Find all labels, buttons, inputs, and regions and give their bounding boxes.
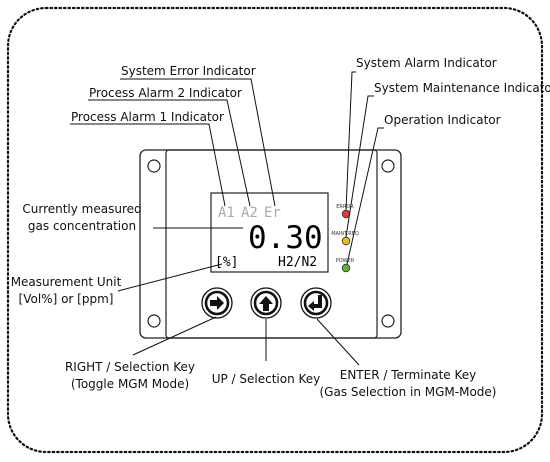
leader-system-maintenance <box>345 95 374 238</box>
power-led <box>341 263 351 273</box>
label-concentration-line-1: Currently measured <box>22 202 141 216</box>
leader-system-alarm <box>345 71 356 211</box>
right-arrow-icon <box>210 296 224 310</box>
label-process-alarm-2: Process Alarm 2 Indicator <box>89 86 242 100</box>
leader-process-alarm-1 <box>70 123 226 207</box>
screw-hole-bottom-right <box>381 314 395 328</box>
screw-hole-bottom-left <box>147 314 161 328</box>
label-system-error: System Error Indicator <box>121 64 256 78</box>
maint-req-led <box>341 236 351 246</box>
leader-unit <box>117 263 223 292</box>
screw-hole-top-left <box>147 159 161 173</box>
label-up-key: UP / Selection Key <box>212 372 321 386</box>
label-right-key-line-1: RIGHT / Selection Key <box>65 360 195 374</box>
enter-icon <box>308 295 322 311</box>
measured-value: 0.30 <box>248 220 323 256</box>
leader-process-alarm-2 <box>88 99 251 207</box>
device-front-panel <box>165 149 378 339</box>
leader-system-error <box>120 78 276 207</box>
up-arrow-icon <box>259 296 273 311</box>
screw-hole-top-right <box>381 159 395 173</box>
outer-frame <box>6 6 544 454</box>
gas-readout: H2/N2 <box>278 255 317 270</box>
enter-key-button[interactable] <box>300 287 332 319</box>
leader-right-key <box>132 316 217 356</box>
power-led-label: POWER <box>336 258 355 264</box>
leader-enter-key <box>316 318 360 366</box>
error-led <box>341 209 351 219</box>
label-enter-key-line-2: (Gas Selection in MGM-Mode) <box>320 385 497 399</box>
label-system-alarm: System Alarm Indicator <box>356 56 497 70</box>
label-right-key-line-2: (Toggle MGM Mode) <box>71 377 189 391</box>
up-key-button[interactable] <box>250 287 282 319</box>
leader-operation <box>346 127 384 265</box>
alarm-1-indicator: A1 <box>218 205 235 221</box>
label-system-maintenance: System Maintenance Indicator <box>374 81 550 95</box>
label-unit-line-1: Measurement Unit <box>11 275 122 289</box>
label-unit-line-2: [Vol%] or [ppm] <box>19 292 114 306</box>
label-concentration-line-2: gas concentration <box>28 219 136 233</box>
unit-readout: [%] <box>215 255 238 270</box>
alarm-2-indicator: A2 <box>241 205 258 221</box>
right-key-button[interactable] <box>201 287 233 319</box>
lcd-display <box>210 192 329 273</box>
label-operation: Operation Indicator <box>384 113 501 127</box>
maint-req-led-label: MAINT.REQ <box>331 231 359 237</box>
error-indicator: Er <box>264 205 281 221</box>
label-process-alarm-1: Process Alarm 1 Indicator <box>71 110 224 124</box>
error-led-label: ERROR <box>336 204 354 210</box>
label-enter-key-line-1: ENTER / Terminate Key <box>340 368 477 382</box>
